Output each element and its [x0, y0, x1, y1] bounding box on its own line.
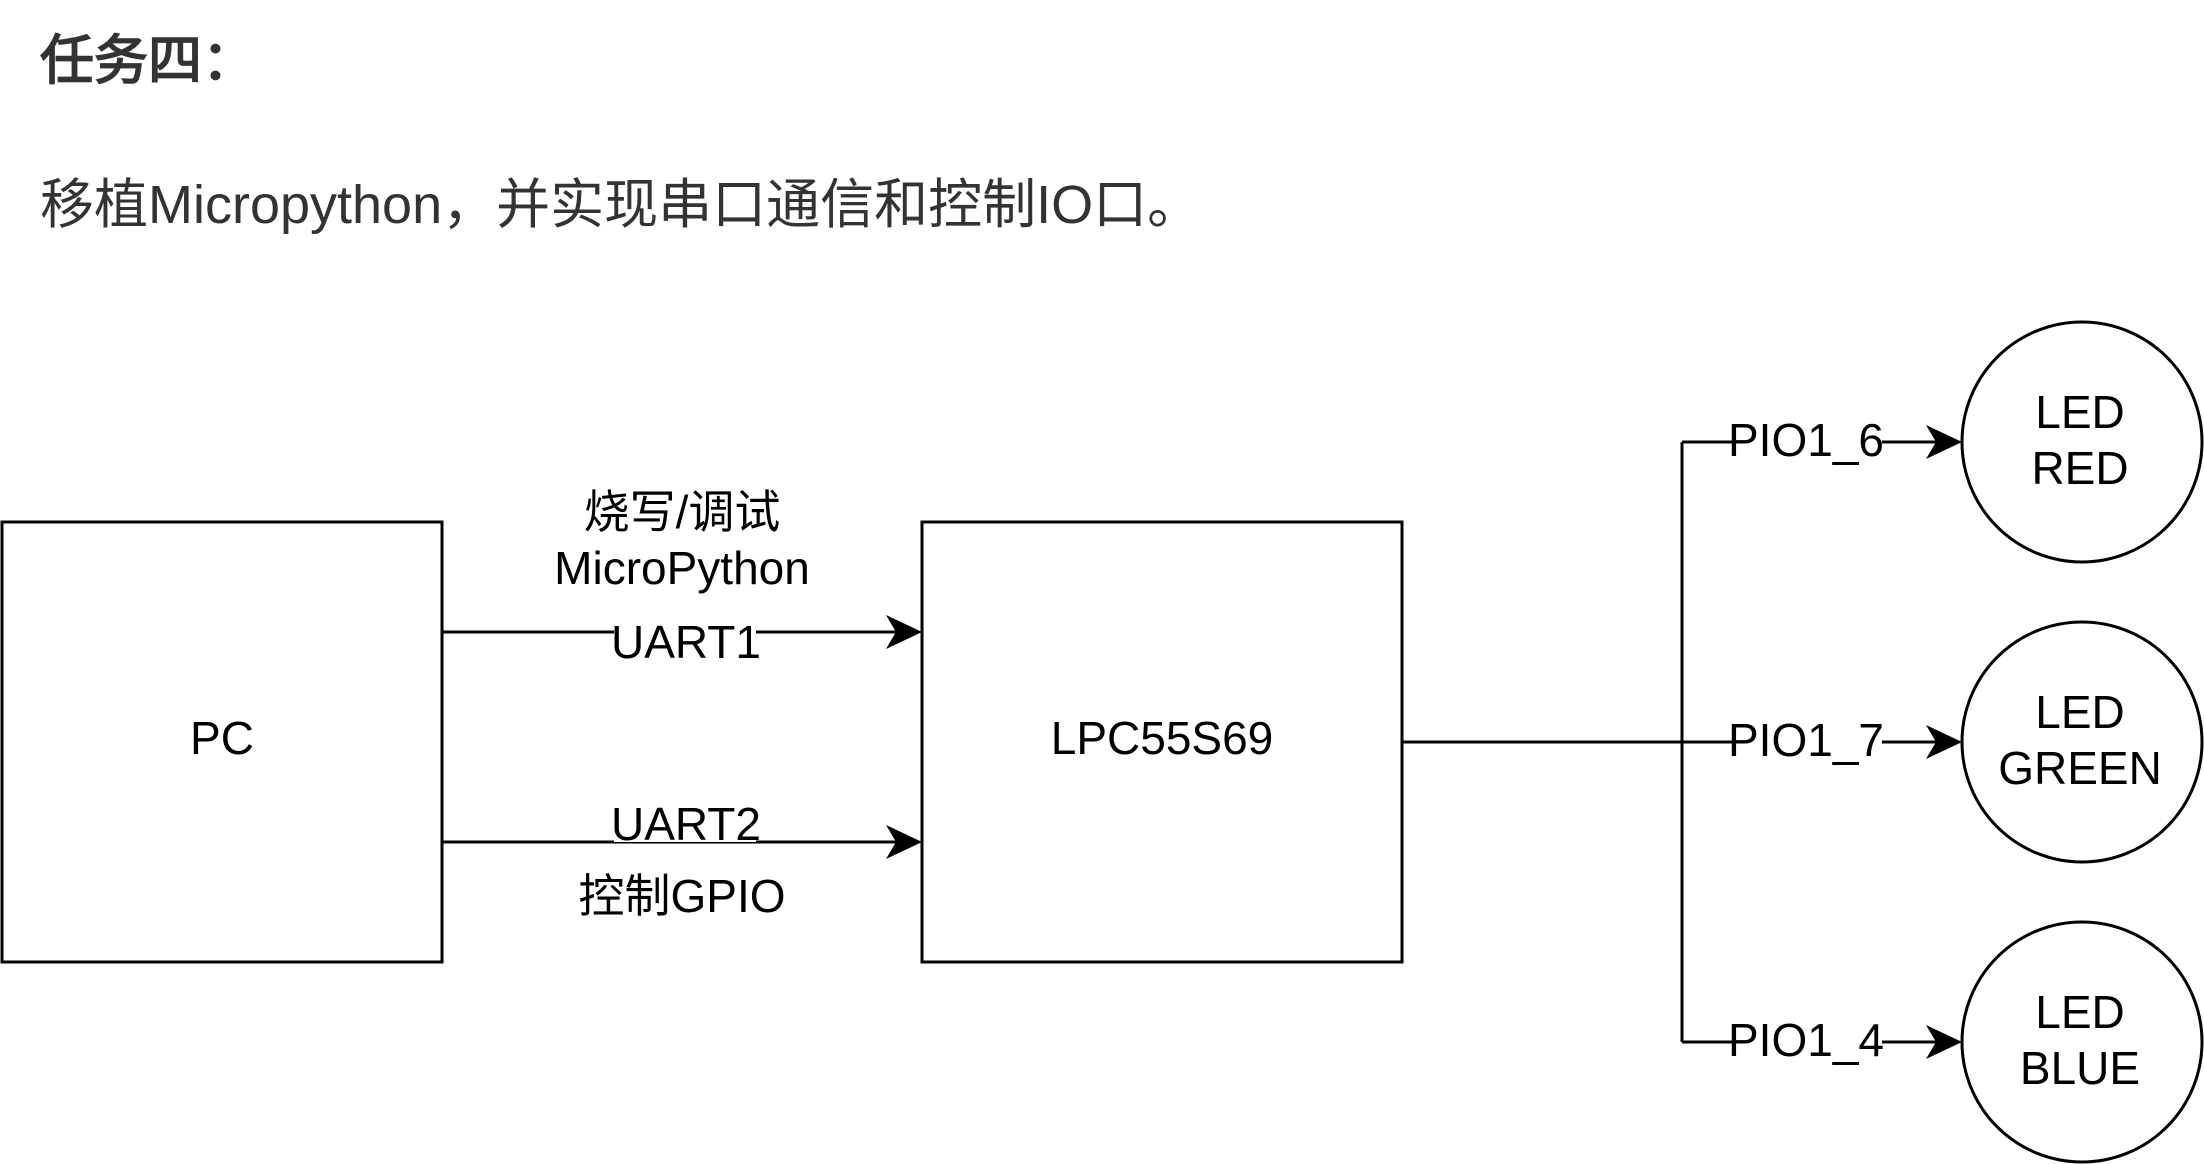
- pc-block: [0, 520, 444, 964]
- led-red-node: [1960, 320, 2204, 564]
- uart1-label-bg: [614, 618, 756, 668]
- mcu-label: LPC55S69: [1051, 712, 1274, 764]
- uart2-label: UART2: [611, 798, 761, 850]
- uart2-desc: 控制GPIO: [578, 870, 785, 922]
- pc-label: PC: [190, 712, 254, 764]
- pin3-arrowhead: [1926, 1025, 1962, 1059]
- pin1-arrowhead: [1926, 425, 1962, 459]
- led-blue-line1: LED: [2035, 986, 2124, 1038]
- pin2-label: PIO1_7: [1728, 714, 1884, 766]
- pin3-label: PIO1_4: [1728, 1014, 1884, 1066]
- task-heading: 任务四：: [40, 31, 256, 91]
- task-description: 移植Micropython，并实现串口通信和控制IO口。: [40, 175, 1202, 235]
- led-red-line2: RED: [2031, 442, 2128, 494]
- led-blue-line2: BLUE: [2020, 1042, 2140, 1094]
- led-green-line2: GREEN: [1998, 742, 2162, 794]
- pin2-label-bg: [1732, 718, 1882, 766]
- led-green-node: [1960, 620, 2204, 864]
- uart2-arrowhead: [886, 825, 922, 859]
- uart2-label-bg: [614, 806, 756, 842]
- pin1-label: PIO1_6: [1728, 414, 1884, 466]
- led-red-line1: LED: [2035, 386, 2124, 438]
- pin1-label-bg: [1732, 418, 1882, 466]
- led-green-line1: LED: [2035, 686, 2124, 738]
- led-blue-node: [1960, 920, 2204, 1164]
- uart1-arrowhead: [886, 615, 922, 649]
- uart1-desc-line1: 烧写/调试: [584, 486, 781, 538]
- pin3-label-bg: [1732, 1018, 1882, 1066]
- uart1-desc-line2: MicroPython: [554, 542, 810, 594]
- uart1-label: UART1: [611, 616, 761, 668]
- pin2-arrowhead: [1926, 725, 1962, 759]
